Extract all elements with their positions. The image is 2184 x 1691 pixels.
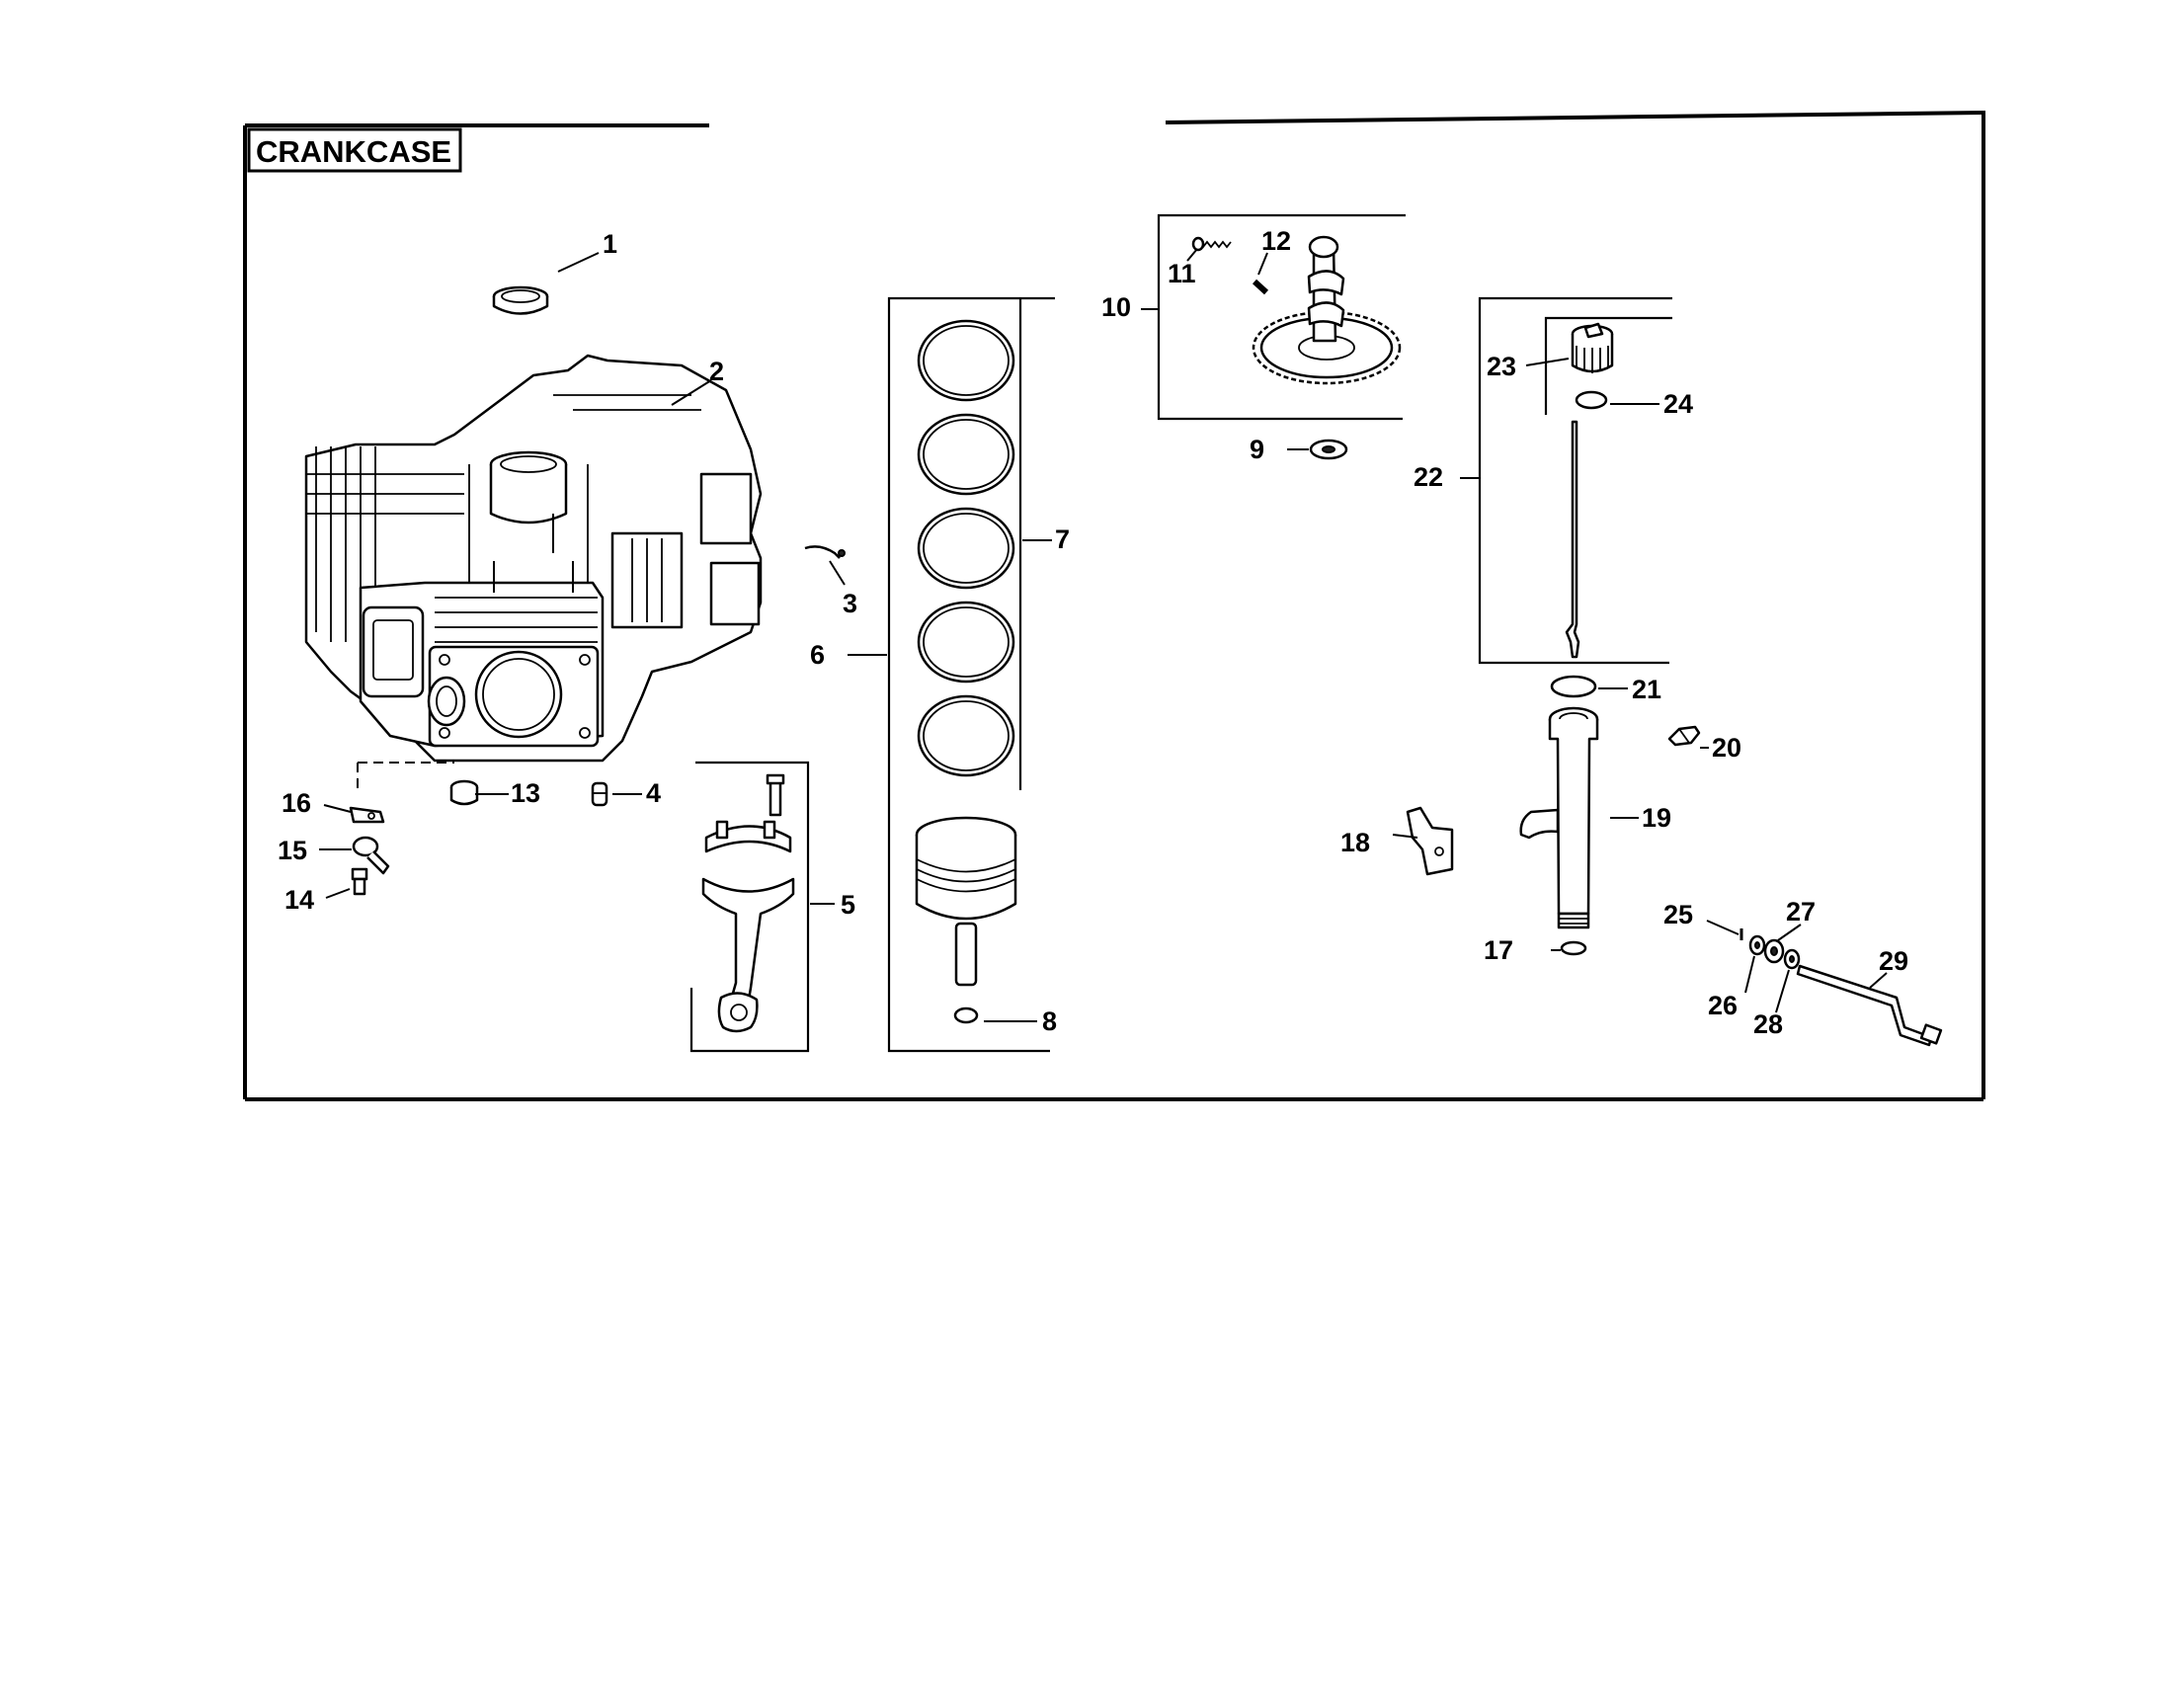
- part-bracket-18: [1406, 806, 1454, 876]
- callout-16: 16: [282, 788, 311, 818]
- callout-23: 23: [1487, 352, 1516, 381]
- part-plug-4: [591, 781, 608, 807]
- part-oring-24: [1575, 390, 1608, 410]
- callout-19: 19: [1642, 803, 1671, 833]
- callout-8: 8: [1042, 1007, 1057, 1036]
- part-screw-20: [1667, 725, 1701, 747]
- callout-21: 21: [1632, 675, 1661, 704]
- part-plug-13: [449, 779, 479, 806]
- part-terminal-15: [352, 836, 390, 875]
- part-oring-21: [1550, 675, 1597, 698]
- part-clip: [804, 545, 846, 559]
- part-camshaft-gear: [1252, 235, 1402, 385]
- callout-28: 28: [1753, 1009, 1783, 1039]
- callout-24: 24: [1663, 389, 1693, 419]
- callout-labels: 1 2 3 4 5 6 7 8 9 10 11 12 13 14 15 16 1…: [278, 226, 1908, 1039]
- part-oil-line-29: [1796, 964, 1943, 1047]
- title-box: CRANKCASE: [247, 127, 462, 173]
- part-washer-26: [1748, 934, 1766, 956]
- part-washer-9: [1309, 439, 1348, 460]
- callout-11: 11: [1168, 259, 1196, 288]
- part-bushing: [492, 285, 549, 315]
- callout-27: 27: [1786, 897, 1816, 926]
- callout-13: 13: [511, 778, 540, 808]
- part-dipstick: [1565, 420, 1580, 659]
- callout-12: 12: [1261, 226, 1291, 256]
- callout-22: 22: [1414, 462, 1443, 492]
- callout-1: 1: [603, 229, 617, 259]
- callout-29: 29: [1879, 946, 1908, 976]
- callout-26: 26: [1708, 991, 1738, 1020]
- part-cap-23: [1571, 322, 1614, 373]
- callout-18: 18: [1340, 828, 1370, 857]
- diagram-title: CRANKCASE: [256, 134, 451, 169]
- callout-25: 25: [1663, 900, 1693, 929]
- callout-7: 7: [1055, 524, 1070, 554]
- callout-17: 17: [1484, 935, 1513, 965]
- part-piston: [915, 816, 1017, 1024]
- subassembly-brackets: [357, 213, 1672, 1053]
- callout-20: 20: [1712, 733, 1741, 763]
- part-crankcase: [304, 354, 763, 763]
- callout-15: 15: [278, 836, 307, 865]
- leader-lines: [319, 248, 1888, 1022]
- callout-10: 10: [1101, 292, 1131, 322]
- part-washer-27: [1763, 938, 1785, 964]
- callout-3: 3: [843, 589, 857, 618]
- callout-2: 2: [709, 357, 724, 386]
- diagram-frame: [243, 111, 1985, 1101]
- part-dipstick-tube: [1519, 706, 1599, 929]
- callout-6: 6: [810, 640, 825, 670]
- part-connecting-rod: [701, 773, 795, 1033]
- callout-14: 14: [284, 885, 314, 915]
- callout-9: 9: [1250, 435, 1264, 464]
- part-piston-rings: [917, 319, 1015, 777]
- callout-4: 4: [646, 778, 661, 808]
- part-oring-17: [1560, 940, 1587, 956]
- part-screw-14: [351, 867, 368, 896]
- callout-5: 5: [841, 890, 855, 920]
- part-spring-11: [1191, 236, 1232, 252]
- part-terminal-16: [349, 806, 385, 824]
- part-pin-12: [1252, 279, 1269, 295]
- part-washer-28: [1783, 948, 1801, 970]
